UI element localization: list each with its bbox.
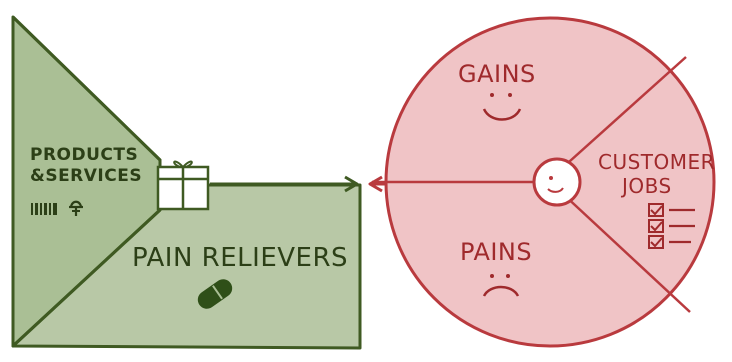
products-services-label-line2: &SERVICES: [30, 166, 142, 186]
checklist-icon: [648, 203, 695, 249]
segment-divider-top: [559, 56, 687, 171]
customer-jobs-label-line2: JOBS: [620, 174, 672, 198]
customer-face-icon: [532, 157, 582, 207]
pain-relievers-label: PAIN RELIEVERS: [132, 243, 348, 273]
pains-label: PAINS: [460, 238, 532, 266]
gains-label: GAINS: [458, 60, 536, 88]
customer-jobs-label-line1: CUSTOMER: [598, 150, 715, 174]
hat-icon: [69, 200, 83, 216]
customer-profile: [372, 16, 716, 348]
gift-icon: [156, 160, 210, 211]
products-services-label-line1: PRODUCTS: [30, 145, 138, 165]
pill-icon: [197, 279, 233, 309]
barcode-icon: [31, 203, 57, 215]
sad-face-icon: [482, 274, 520, 297]
smile-face-icon: [482, 93, 522, 121]
segment-divider-bottom: [561, 192, 691, 313]
value-map: [11, 15, 362, 350]
